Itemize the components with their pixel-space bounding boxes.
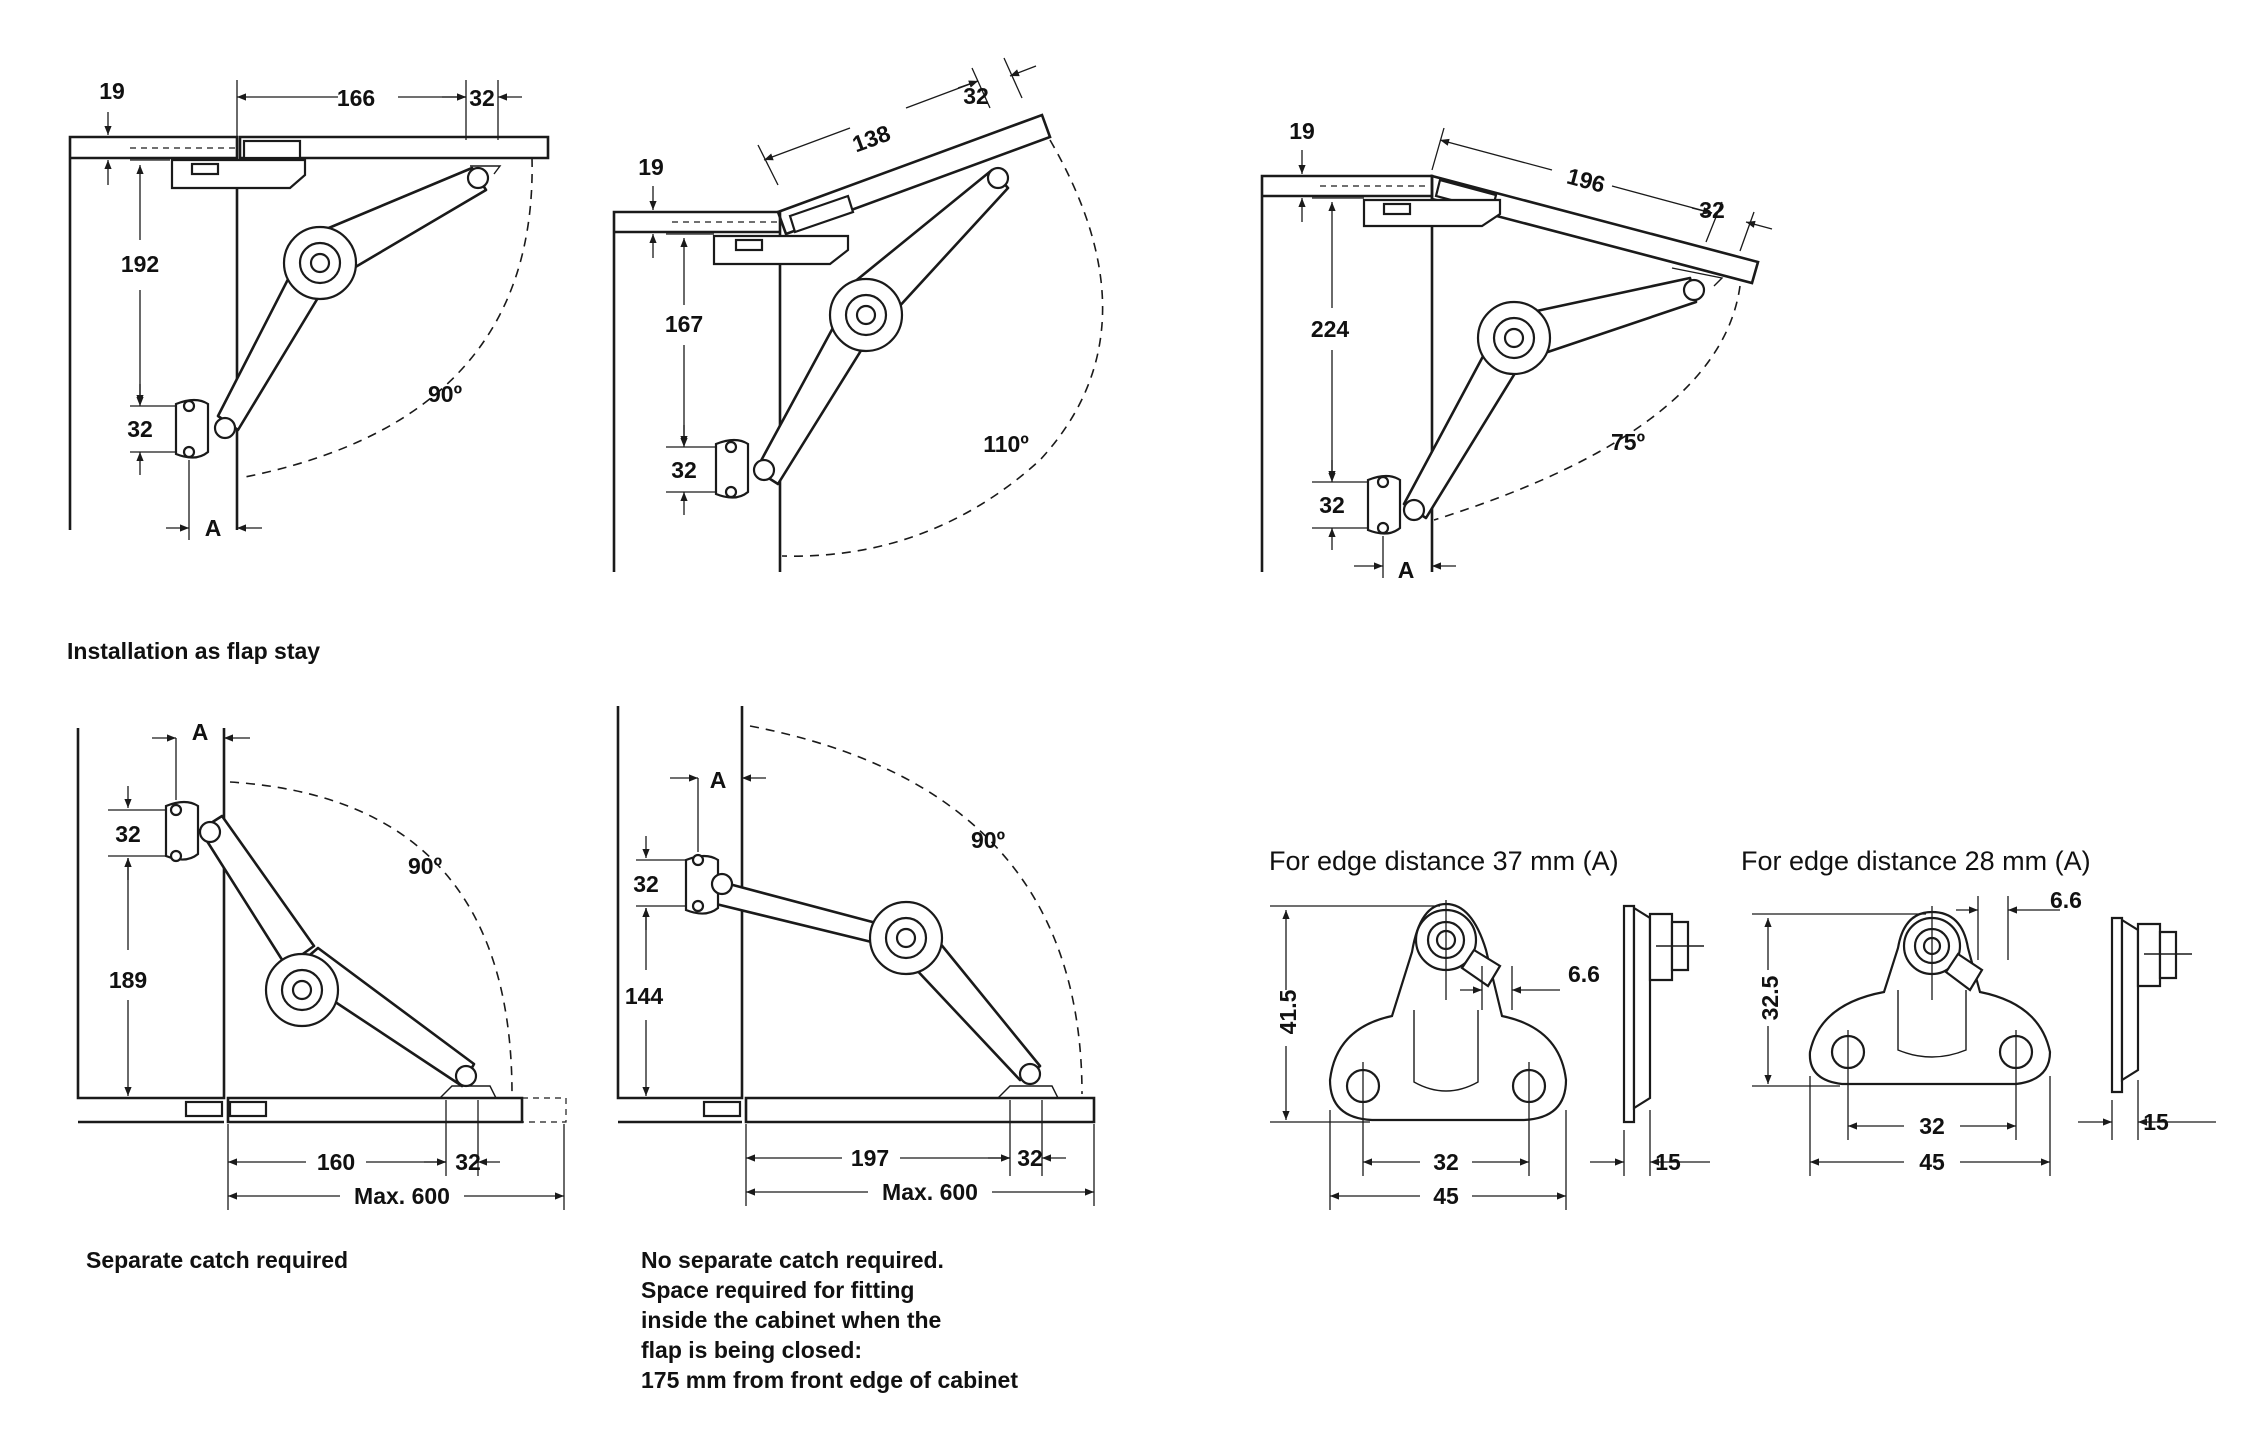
opening-arc: [239, 157, 533, 479]
caption-no-catch: No separate catch required. Space requir…: [641, 1247, 1018, 1393]
dim-19: 19: [1289, 118, 1315, 144]
dim-a: A: [192, 719, 209, 745]
stay-arm: [1366, 267, 1724, 535]
dim-224: 224: [1311, 316, 1350, 342]
dim-15: 15: [1655, 1149, 1681, 1175]
plate-37-dimensions: [1270, 905, 1710, 1210]
caption-line: flap is being closed:: [641, 1337, 862, 1363]
dim-32-top: 32: [1699, 197, 1725, 223]
caption-line: No separate catch required.: [641, 1247, 944, 1273]
cabinet-outline: [1260, 174, 1760, 572]
dim-32-side: 32: [115, 821, 141, 847]
dim-19: 19: [99, 78, 125, 104]
view-flap-stay-110: 19 138 32 167 32 110º: [612, 57, 1104, 572]
caption-flap-stay: Installation as flap stay: [67, 638, 320, 664]
dim-192: 192: [121, 251, 159, 277]
dim-a: A: [205, 515, 222, 541]
opening-arc: [1433, 285, 1741, 521]
angle-label: 90º: [408, 853, 442, 879]
caption-line: inside the cabinet when the: [641, 1307, 941, 1333]
lid-bracket: [1362, 178, 1502, 228]
angle-label: 75º: [1611, 429, 1645, 455]
dimensions: [104, 80, 522, 540]
opening-arc: [749, 725, 1083, 1095]
view-drop-door-no-catch: A 32 144 90º 197 32 Max. 600: [616, 706, 1096, 1206]
dim-a: A: [710, 767, 727, 793]
dim-144: 144: [625, 983, 664, 1009]
dimensions: [1298, 127, 1773, 578]
angle-label: 110º: [983, 431, 1029, 457]
cabinet-outline: [612, 113, 1052, 572]
dim-32-bottom: 32: [1017, 1145, 1043, 1171]
dim-32-side: 32: [633, 871, 659, 897]
mounting-plate-28: [1808, 906, 2192, 1094]
plate-28-dimensions: [1752, 896, 2216, 1176]
dim-32: 32: [1919, 1113, 1945, 1139]
dim-41-5: 41.5: [1275, 989, 1301, 1034]
heading-edge-37: For edge distance 37 mm (A): [1269, 846, 1619, 876]
dim-138: 138: [849, 120, 894, 158]
dim-a: A: [1398, 557, 1415, 583]
dim-45: 45: [1433, 1183, 1459, 1209]
heading-edge-28: For edge distance 28 mm (A): [1741, 846, 2091, 876]
dimensions: [649, 57, 1037, 515]
dim-197: 197: [851, 1145, 889, 1171]
view-flap-stay-75: 19 196 32 224 32 75º A: [1260, 118, 1773, 583]
dim-32-top: 32: [469, 85, 495, 111]
stay-arm: [164, 800, 497, 1099]
side-view: [1622, 904, 1636, 1124]
dim-45: 45: [1919, 1149, 1945, 1175]
view-drop-door-catch: A 32 189 90º 160 32 Max. 600: [76, 719, 567, 1210]
stay-arm: [174, 165, 502, 459]
dim-32-side: 32: [127, 416, 153, 442]
dim-15: 15: [2143, 1109, 2169, 1135]
angle-label: 90º: [428, 381, 462, 407]
dim-32-side: 32: [671, 457, 697, 483]
stay-arm: [684, 853, 1059, 1099]
dimensions: [636, 774, 1095, 1206]
dimensions: [108, 734, 565, 1210]
cabinet-outline: [76, 728, 567, 1124]
caption-line: 175 mm from front edge of cabinet: [641, 1367, 1018, 1393]
dim-32-bottom: 32: [455, 1149, 481, 1175]
dim-max-600: Max. 600: [882, 1179, 978, 1205]
view-flap-stay-90: 19 166 32 192 32 90º A: [68, 78, 550, 541]
caption-line: Space required for fitting: [641, 1277, 914, 1303]
dim-189: 189: [109, 967, 147, 993]
dim-32-5: 32.5: [1757, 975, 1783, 1020]
opening-arc: [229, 781, 513, 1095]
angle-label: 90º: [971, 827, 1005, 853]
cabinet-outline: [68, 135, 550, 530]
dim-6-6: 6.6: [1568, 961, 1600, 987]
dim-max-600: Max. 600: [354, 1183, 450, 1209]
stay-arm: [714, 166, 1010, 499]
side-view: [2110, 916, 2124, 1094]
caption-separate-catch: Separate catch required: [86, 1247, 348, 1273]
dim-19: 19: [638, 154, 664, 180]
opening-arc: [781, 139, 1104, 557]
mounting-plate-37: [1328, 900, 1704, 1124]
dim-167: 167: [665, 311, 703, 337]
dim-6-6: 6.6: [2050, 887, 2082, 913]
dim-32-side: 32: [1319, 492, 1345, 518]
dim-166: 166: [337, 85, 375, 111]
lid-bracket: [170, 139, 307, 190]
dim-196: 196: [1564, 163, 1608, 198]
dim-160: 160: [317, 1149, 355, 1175]
lid-bracket: [712, 194, 855, 266]
dim-32-top: 32: [963, 83, 989, 109]
dim-32: 32: [1433, 1149, 1459, 1175]
